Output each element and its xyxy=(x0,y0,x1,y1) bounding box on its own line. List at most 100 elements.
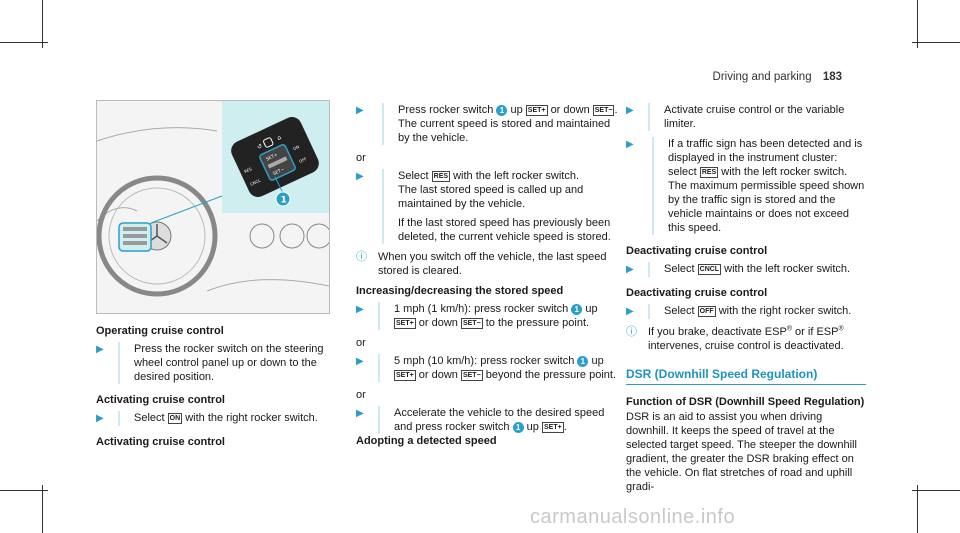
registered-mark: ® xyxy=(786,325,792,333)
step-arrow-icon: ▶ xyxy=(626,306,634,317)
cancel-icon: CNCL xyxy=(697,264,722,275)
text: Press rocker switch xyxy=(398,104,494,116)
note-text: If you brake, deactivate ESP® or if ESP®… xyxy=(648,325,866,353)
step-arrow-icon: ▶ xyxy=(356,304,364,315)
step: ▶ Press the rocker switch on the steerin… xyxy=(96,342,328,384)
heading-activating: Activating cruise control xyxy=(96,436,225,448)
cruise-on-icon: ON xyxy=(167,413,183,424)
crop-mark xyxy=(42,485,43,533)
or-text: or xyxy=(356,152,366,164)
set-plus-icon: SET+ xyxy=(394,370,416,381)
text: Select xyxy=(664,305,695,317)
callout-1-icon: 1 xyxy=(571,304,583,315)
step-text: Select ON with the right rocker switch. xyxy=(118,411,318,426)
text: Select xyxy=(398,170,429,182)
text: with the left rocker switch. xyxy=(721,166,848,178)
step: ▶ Press rocker switch 1 up SET+ or down … xyxy=(356,103,618,145)
text: or down xyxy=(418,369,458,381)
step-arrow-icon: ▶ xyxy=(626,264,634,275)
svg-text:ON: ON xyxy=(292,144,300,151)
info-icon: ⓘ xyxy=(356,251,367,263)
crop-mark xyxy=(917,485,918,533)
resume-icon: RES xyxy=(431,171,451,182)
text: Select xyxy=(664,263,695,275)
heading-adopting: Adopting a detected speed xyxy=(356,435,497,447)
text: beyond the pressure point. xyxy=(485,369,616,381)
step-text: Press rocker switch 1 up SET+ or down SE… xyxy=(382,103,618,145)
crop-mark xyxy=(917,0,918,48)
set-plus-icon: SET+ xyxy=(525,105,548,116)
step-text: If a traffic sign has been detected and … xyxy=(652,137,866,235)
set-plus-icon: SET+ xyxy=(394,318,416,329)
step-text: Select OFF with the right rocker switch. xyxy=(648,304,851,319)
page-header: Driving and parking 183 xyxy=(713,70,842,84)
text: If you brake, deactivate ESP xyxy=(648,326,787,338)
text: or down xyxy=(550,104,590,116)
svg-text:RES: RES xyxy=(243,166,253,174)
step-arrow-icon: ▶ xyxy=(96,413,104,424)
text: with the right rocker switch. xyxy=(185,412,318,424)
step-text: Select CNCL with the left rocker switch. xyxy=(648,262,850,277)
step-text: 5 mph (10 km/h): press rocker switch 1 u… xyxy=(378,354,618,382)
or-text: or xyxy=(356,389,366,401)
section-title-dsr: DSR (Downhill Speed Regulation) xyxy=(626,367,866,385)
or-text: or xyxy=(356,337,366,349)
text: with the left rocker switch. xyxy=(453,170,580,182)
crop-mark xyxy=(912,490,960,491)
heading-operating: Operating cruise control xyxy=(96,325,224,337)
step: ▶ Select CNCL with the left rocker switc… xyxy=(626,262,866,277)
svg-text:CNCL: CNCL xyxy=(249,177,262,186)
watermark: carmanualsonline.info xyxy=(530,506,736,528)
crop-mark xyxy=(0,42,48,43)
set-minus-icon: SET− xyxy=(592,105,615,116)
step-text: Accelerate the vehicle to the desired sp… xyxy=(378,406,618,434)
heading-deactivating: Deactivating cruise control xyxy=(626,245,768,257)
crop-mark xyxy=(912,42,960,43)
step: ▶ 5 mph (10 km/h): press rocker switch 1… xyxy=(356,354,618,382)
section-name: Driving and parking xyxy=(712,71,812,83)
text: Accelerate the vehicle to the desired sp… xyxy=(394,407,605,433)
step: ▶ 1 mph (1 km/h): press rocker switch 1 … xyxy=(356,302,618,330)
text: with the right rocker switch. xyxy=(718,305,852,317)
text: The last stored speed is called up and m… xyxy=(398,184,584,210)
svg-text:SET−: SET− xyxy=(272,166,286,177)
callout-1-icon: 1 xyxy=(512,422,524,433)
step: ▶ Select RES with the left rocker switch… xyxy=(356,169,618,244)
column-1: ↺ ⌂ SET+ SET− RES CNCL ON OFF 1 Operatin… xyxy=(96,100,330,453)
info-note: ⓘ If you brake, deactivate ESP® or if ES… xyxy=(626,325,866,353)
svg-text:SET+: SET+ xyxy=(265,152,279,163)
text: or if ESP xyxy=(795,326,839,338)
text: to the pressure point. xyxy=(485,317,590,329)
svg-text:OFF: OFF xyxy=(298,156,308,164)
step-arrow-icon: ▶ xyxy=(356,171,364,182)
step-arrow-icon: ▶ xyxy=(96,344,104,355)
step-text: 1 mph (1 km/h): press rocker switch 1 up… xyxy=(378,302,618,330)
step-text: Select RES with the left rocker switch. … xyxy=(382,169,618,244)
svg-text:⌂: ⌂ xyxy=(276,134,283,142)
step-arrow-icon: ▶ xyxy=(356,408,364,419)
callout-1-icon: 1 xyxy=(577,356,589,367)
text: The maximum permissible speed shown by t… xyxy=(668,180,865,234)
step-text: Activate cruise control or the variable … xyxy=(648,103,866,131)
registered-mark: ® xyxy=(838,325,844,333)
figure-callout: 1 xyxy=(281,196,287,206)
text: up xyxy=(510,104,523,116)
step: ▶ Activate cruise control or the variabl… xyxy=(626,103,866,131)
svg-text:↺: ↺ xyxy=(256,143,264,151)
set-minus-icon: SET− xyxy=(460,370,483,381)
callout-1-icon: 1 xyxy=(496,105,508,116)
step-arrow-icon: ▶ xyxy=(356,356,364,367)
text: or down xyxy=(418,317,458,329)
info-icon: ⓘ xyxy=(626,326,637,338)
heading-deactivating: Deactivating cruise control xyxy=(626,287,768,299)
info-note: ⓘ When you switch off the vehicle, the l… xyxy=(356,250,618,278)
step: ▶ Select OFF with the right rocker switc… xyxy=(626,304,866,319)
resume-icon: RES xyxy=(699,167,719,178)
heading-function-dsr: Function of DSR (Downhill Speed Regulati… xyxy=(626,396,865,408)
cruise-off-icon: OFF xyxy=(697,306,716,317)
heading-increase-decrease: Increasing/decreasing the stored speed xyxy=(356,285,564,297)
text: If a traffic sign has been detected and … xyxy=(668,138,863,178)
step: ▶ If a traffic sign has been detected an… xyxy=(626,137,866,235)
text: If the last stored speed has previously … xyxy=(398,217,611,243)
note-text: When you switch off the vehicle, the las… xyxy=(378,251,607,277)
